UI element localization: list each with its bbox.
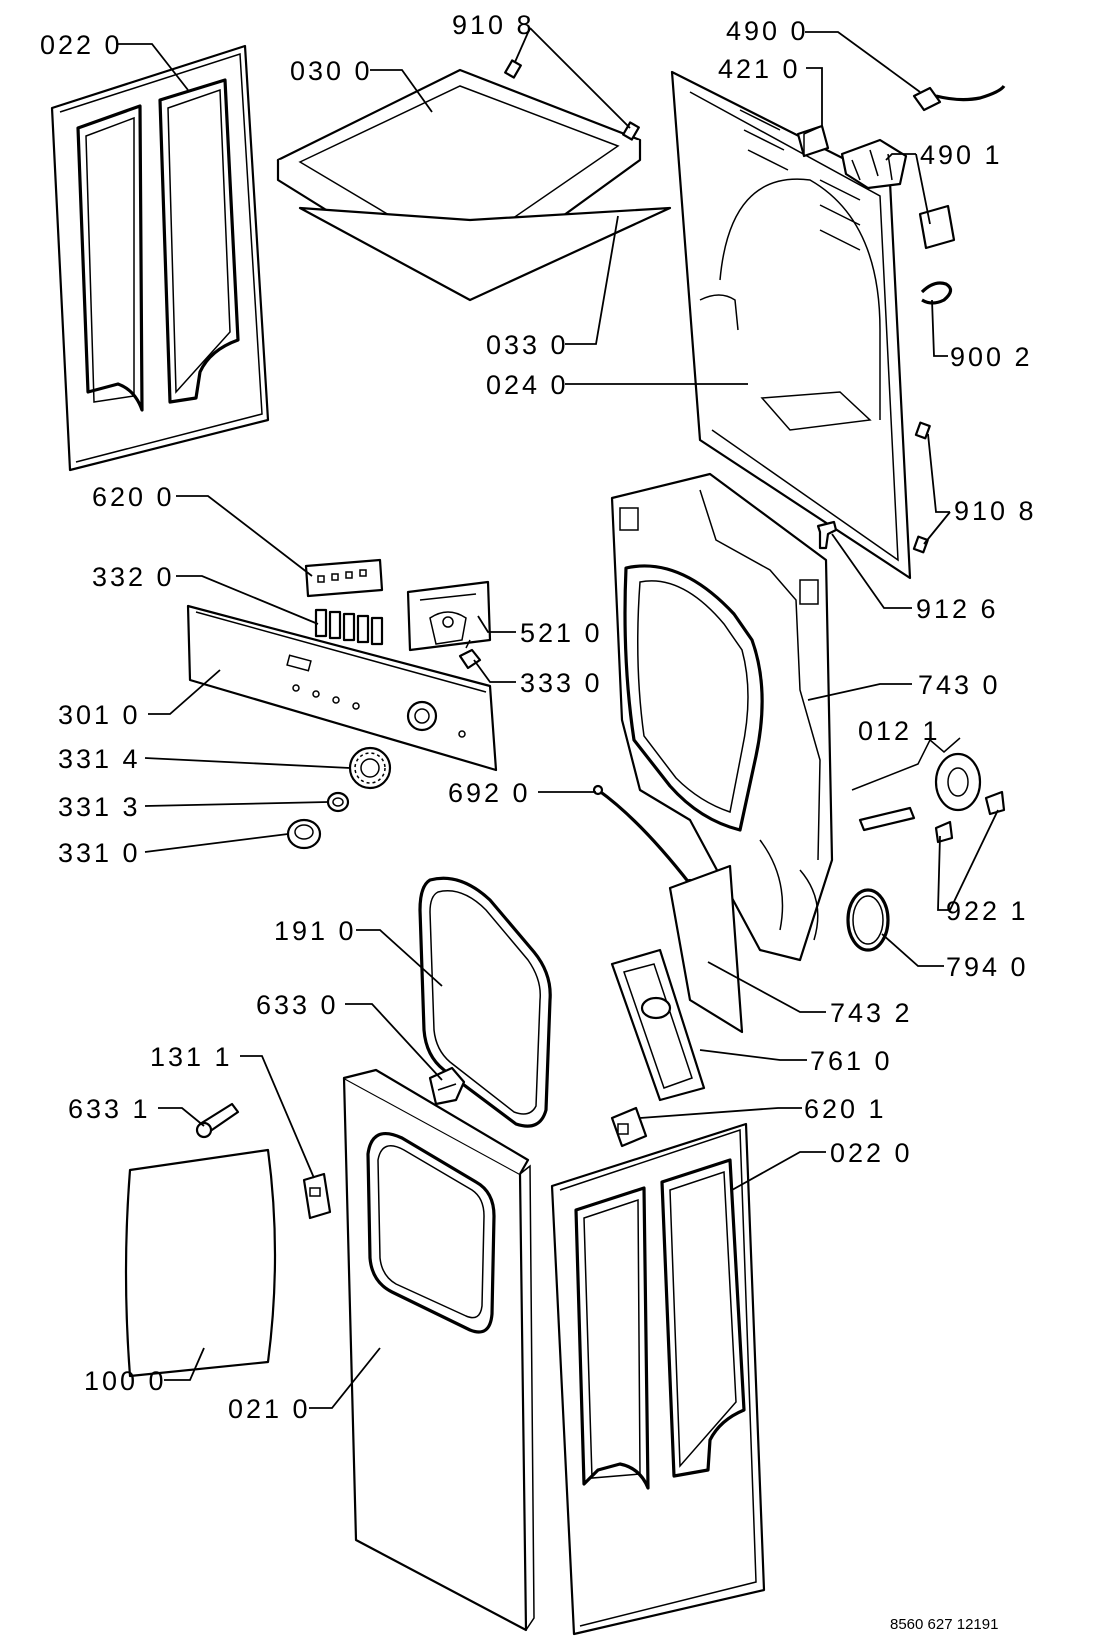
label-331-0: 331 0 [58, 838, 141, 868]
cable-clip [920, 281, 953, 305]
switch-part [458, 639, 482, 670]
label-490-0: 490 0 [726, 16, 809, 46]
hinge-pin [195, 1102, 240, 1139]
thermostat-unit [610, 1106, 648, 1148]
push-switches [314, 608, 384, 646]
rear-panel [670, 70, 912, 580]
label-910-top: 910 8 [452, 10, 535, 40]
shaft-assembly [851, 737, 1006, 844]
label-033: 033 0 [486, 330, 569, 360]
label-922: 922 1 [946, 896, 1029, 926]
label-332: 332 0 [92, 562, 175, 592]
label-301: 301 0 [58, 700, 141, 730]
label-024: 024 0 [486, 370, 569, 400]
insulation-sheet [668, 864, 744, 1034]
drum-housing [610, 472, 834, 962]
side-panel-left [50, 44, 270, 472]
label-333: 333 0 [520, 668, 603, 698]
drive-belt [846, 888, 890, 952]
label-794: 794 0 [946, 952, 1029, 982]
label-030: 030 0 [290, 56, 373, 86]
small-plate [918, 204, 956, 250]
label-191: 191 0 [274, 916, 357, 946]
label-131: 131 1 [150, 1042, 233, 1072]
label-012: 012 1 [858, 716, 941, 746]
screw-912 [816, 520, 838, 550]
label-633-0: 633 0 [256, 990, 339, 1020]
label-761: 761 0 [810, 1046, 893, 1076]
side-panel-right [550, 1122, 766, 1636]
label-620-0: 620 0 [92, 482, 175, 512]
label-692: 692 0 [448, 778, 531, 808]
label-022-bottom: 022 0 [830, 1138, 913, 1168]
screw-right-2 [912, 535, 929, 554]
label-490-1: 490 1 [920, 140, 1003, 170]
program-dial-disc [348, 746, 392, 790]
part-labels: 022 0 030 0 910 8 490 0 421 0 490 1 900 … [40, 10, 1037, 1633]
label-633-1: 633 1 [68, 1094, 151, 1124]
control-knob [286, 818, 322, 850]
document-reference-number: 8560 627 12191 [890, 1616, 998, 1633]
label-022-top: 022 0 [40, 30, 123, 60]
filter-component [796, 124, 830, 158]
label-521: 521 0 [520, 618, 603, 648]
label-331-4: 331 4 [58, 744, 141, 774]
label-100: 100 0 [84, 1366, 167, 1396]
label-021: 021 0 [228, 1394, 311, 1424]
label-743-0: 743 0 [918, 670, 1001, 700]
filter-housing [610, 948, 706, 1102]
leader-lines [118, 27, 999, 1409]
label-743-2: 743 2 [830, 998, 913, 1028]
knob-insert [326, 791, 350, 813]
door-seal [418, 876, 552, 1128]
screw-top-1 [504, 59, 522, 79]
door-switch [302, 1172, 332, 1220]
front-panel [342, 1068, 535, 1632]
mains-cable [912, 84, 1006, 112]
screw-top-2 [622, 121, 640, 141]
control-panel [186, 604, 498, 772]
drum [124, 1148, 277, 1378]
label-910-right: 910 8 [954, 496, 1037, 526]
label-620-1: 620 1 [804, 1094, 887, 1124]
label-912: 912 6 [916, 594, 999, 624]
label-331-3: 331 3 [58, 792, 141, 822]
electronic-module [406, 580, 492, 652]
screw-right-1 [914, 421, 931, 440]
top-cover [276, 68, 672, 302]
indicator-board [304, 558, 384, 598]
label-900: 900 2 [950, 342, 1033, 372]
label-421: 421 0 [718, 54, 801, 84]
